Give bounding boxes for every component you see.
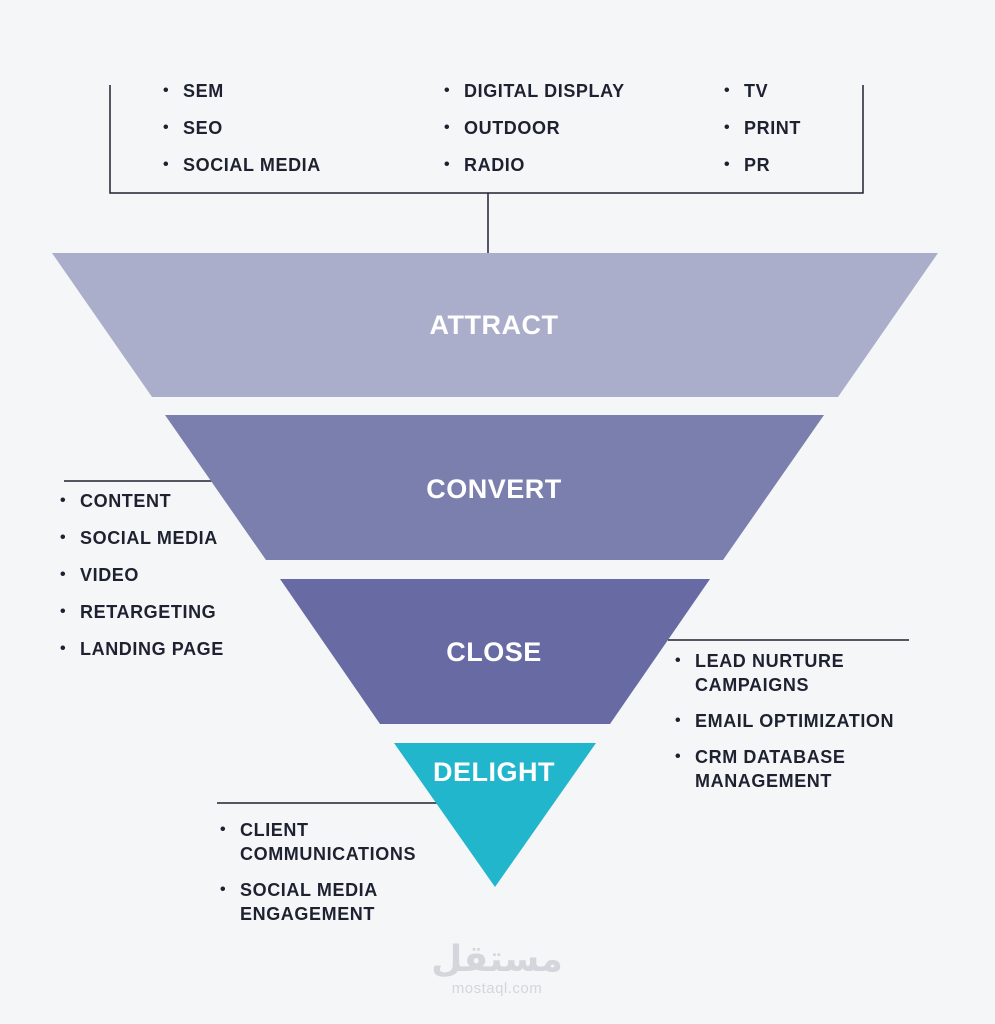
convert-tactics-list: CONTENT SOCIAL MEDIA VIDEO RETARGETING L…: [60, 489, 224, 661]
list-item: CLIENT COMMUNICATIONS: [220, 818, 450, 866]
list-item: SEM: [163, 79, 321, 103]
list-item: SOCIAL MEDIA: [163, 153, 321, 177]
list-item: RADIO: [444, 153, 625, 177]
list-item: DIGITAL DISPLAY: [444, 79, 625, 103]
watermark-url: mostaql.com: [451, 980, 543, 997]
list-item: RETARGETING: [60, 600, 224, 624]
list-item: VIDEO: [60, 563, 224, 587]
close-tactics-list: LEAD NURTURE CAMPAIGNS EMAIL OPTIMIZATIO…: [675, 649, 910, 793]
list-item: SEO: [163, 116, 321, 140]
list-item: LEAD NURTURE CAMPAIGNS: [675, 649, 870, 697]
stage-close: [280, 579, 710, 724]
list-item: TV: [724, 79, 801, 103]
list-item: EMAIL OPTIMIZATION: [675, 709, 910, 733]
list-item: PRINT: [724, 116, 801, 140]
watermark: مستقل mostaql.com: [431, 940, 563, 998]
stage-label-delight: DELIGHT: [433, 757, 555, 787]
list-item: LANDING PAGE: [60, 637, 224, 661]
stage-label-close: CLOSE: [446, 637, 542, 667]
list-item: SOCIAL MEDIA ENGAGEMENT: [220, 878, 410, 926]
attract-bracket: [109, 85, 864, 194]
stage-attract: [52, 253, 938, 397]
list-item: OUTDOOR: [444, 116, 625, 140]
stage-label-convert: CONVERT: [426, 474, 562, 504]
attract-channels-col2: DIGITAL DISPLAY OUTDOOR RADIO: [444, 79, 625, 177]
stage-label-attract: ATTRACT: [429, 310, 559, 340]
stage-convert: [165, 415, 824, 560]
list-item: CRM DATABASE MANAGEMENT: [675, 745, 880, 793]
list-item: PR: [724, 153, 801, 177]
attract-channels-col1: SEM SEO SOCIAL MEDIA: [163, 79, 321, 177]
list-item: CONTENT: [60, 489, 224, 513]
watermark-logo: مستقل: [431, 939, 563, 980]
stage-delight: [394, 743, 596, 887]
list-item: SOCIAL MEDIA: [60, 526, 224, 550]
attract-channels-col3: TV PRINT PR: [724, 79, 801, 177]
delight-tactics-list: CLIENT COMMUNICATIONS SOCIAL MEDIA ENGAG…: [220, 818, 450, 926]
